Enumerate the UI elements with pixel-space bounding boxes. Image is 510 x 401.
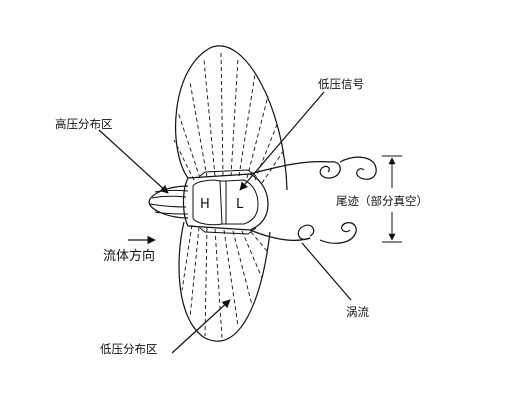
low-pressure-signal-leader (239, 91, 325, 191)
low-pressure-area-leader (171, 299, 231, 354)
vortex-swirls (297, 156, 377, 244)
vortex-leader (301, 242, 352, 301)
wake-label: 尾迹（部分真空） (336, 194, 428, 208)
vortex-label: 涡流 (346, 305, 369, 319)
low-pressure-signal-label: 低压信号 (318, 77, 364, 91)
wake-dimension (382, 155, 402, 243)
nose-cone (148, 185, 189, 219)
flow-direction-label: 流体方向 (103, 248, 155, 264)
h-label: H (200, 197, 210, 212)
high-pressure-area-label: 高压分布区 (55, 117, 113, 131)
low-pressure-area-label: 低压分布区 (100, 342, 158, 356)
high-pressure-leader (98, 129, 169, 194)
lower-fin (178, 221, 271, 342)
l-label: L (236, 197, 244, 212)
upper-fin (173, 45, 288, 191)
upper-wake-line (249, 161, 331, 175)
